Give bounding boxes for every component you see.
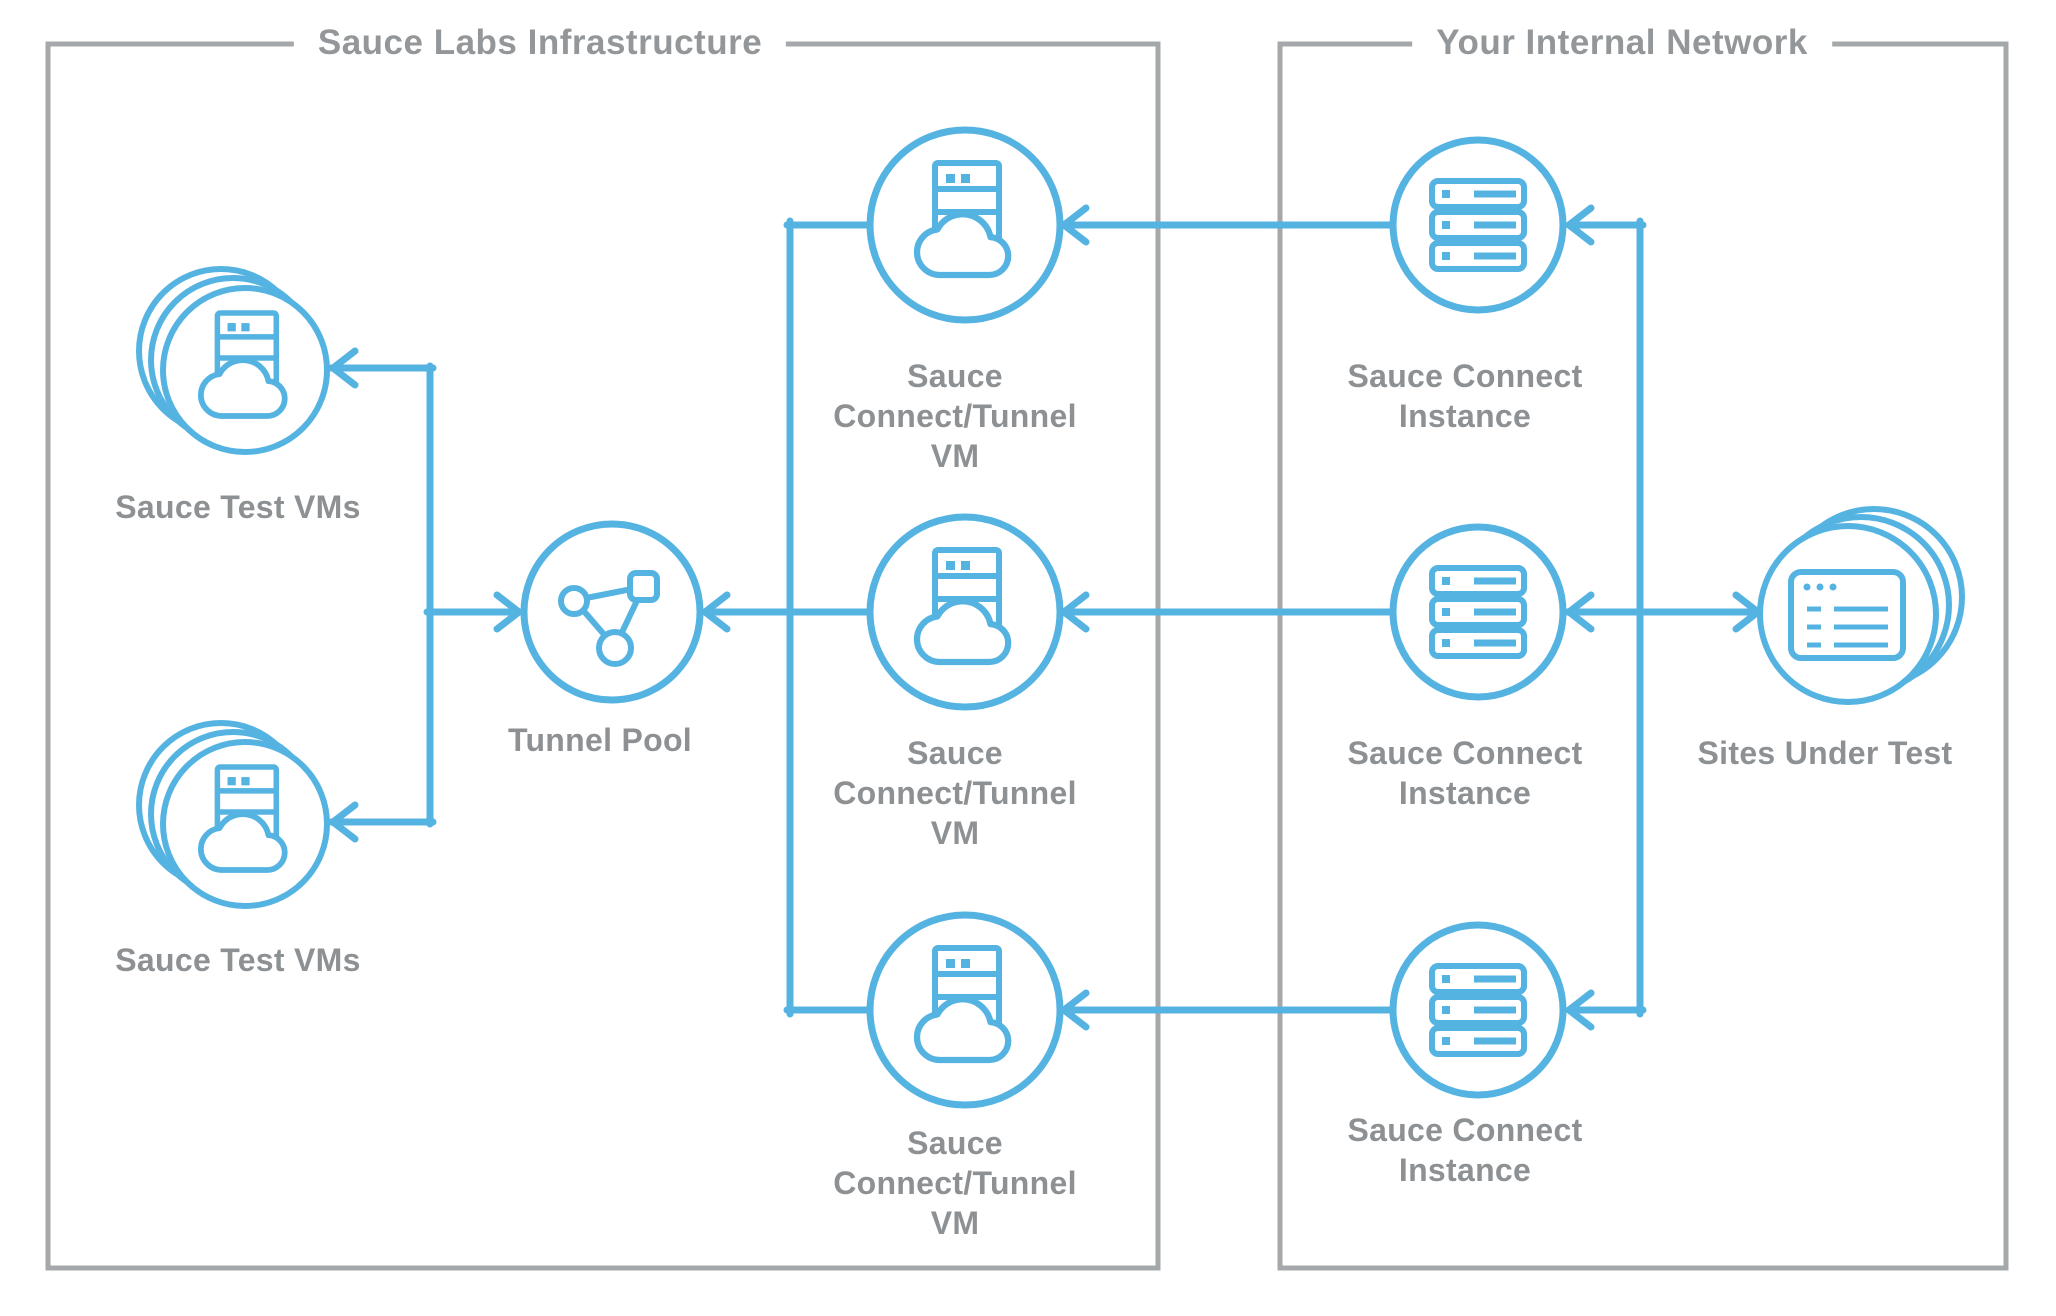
label-line: Connect/Tunnel xyxy=(833,775,1077,811)
node-tunnel-vm-bottom xyxy=(866,911,1064,1109)
server-rack-icon xyxy=(1432,966,1524,1054)
connector-instance-to-vm-row3 xyxy=(1060,989,1401,1031)
arrowhead-into-test-vms-bottom xyxy=(329,801,359,843)
connector-sut-trunk xyxy=(1562,204,1762,1031)
node-tunnel-vm-middle xyxy=(866,513,1064,711)
arrowhead-into-instance-middle xyxy=(1565,591,1595,633)
label-line: VM xyxy=(930,1205,980,1241)
label-line: Sauce Connect xyxy=(1347,358,1583,394)
label-tunnel-vm-top: Sauce Connect/Tunnel VM xyxy=(833,356,1077,476)
label-sauce-test-vms-bottom: Sauce Test VMs xyxy=(115,942,361,978)
connector-into-pool-left xyxy=(423,591,523,633)
label-line: VM xyxy=(930,815,980,851)
node-tunnel-vm-top xyxy=(866,126,1064,324)
label-line: VM xyxy=(930,438,980,474)
node-tunnel-pool xyxy=(520,520,704,704)
label-tunnel-vm-bottom: Sauce Connect/Tunnel VM xyxy=(833,1123,1077,1243)
arrowhead-into-pool-left xyxy=(493,591,523,633)
connector-tunnel-vm-trunk xyxy=(701,217,876,1018)
label-sc-instance-top: Sauce Connect Instance xyxy=(1347,356,1582,436)
browser-icon xyxy=(1791,572,1903,658)
arrowhead-into-instance-bottom xyxy=(1565,989,1595,1031)
label-sauce-test-vms-top: Sauce Test VMs xyxy=(115,489,361,525)
label-line: Sauce Connect xyxy=(1347,735,1583,771)
node-sauce-test-vms-bottom xyxy=(136,720,330,909)
server-rack-icon xyxy=(1432,181,1524,269)
section-title-sauce-infrastructure: Sauce Labs Infrastructure xyxy=(293,16,787,70)
label-tunnel-pool: Tunnel Pool xyxy=(507,722,693,758)
label-line: Instance xyxy=(1398,1152,1532,1188)
arrowhead-into-instance-top xyxy=(1565,204,1595,246)
label-sc-instance-bottom: Sauce Connect Instance xyxy=(1347,1110,1582,1190)
label-line: Sauce xyxy=(907,1125,1003,1161)
label-sc-instance-middle: Sauce Connect Instance xyxy=(1347,733,1582,813)
arrowhead-into-vm-middle xyxy=(1060,591,1090,633)
label-sites-under-test: Sites Under Test xyxy=(1697,735,1953,771)
arrowhead-into-vm-top xyxy=(1060,204,1090,246)
label-tunnel-vm-middle: Sauce Connect/Tunnel VM xyxy=(833,733,1077,853)
label-line: Sauce xyxy=(907,358,1003,394)
connector-pool-to-test-vms xyxy=(327,347,437,843)
arrowhead-into-pool-right xyxy=(701,591,731,633)
node-sc-instance-bottom xyxy=(1389,921,1567,1099)
arrowhead-into-test-vms-top xyxy=(329,347,359,389)
connector-instance-to-vm-row1 xyxy=(1060,204,1401,246)
node-sites-under-test xyxy=(1757,506,1965,705)
server-rack-icon xyxy=(1432,568,1524,656)
connector-instance-to-vm-row2 xyxy=(1060,591,1401,633)
label-line: Sauce xyxy=(907,735,1003,771)
label-line: Instance xyxy=(1398,398,1532,434)
arrowhead-into-vm-bottom xyxy=(1060,989,1090,1031)
node-sc-instance-top xyxy=(1389,136,1567,314)
label-line: Connect/Tunnel xyxy=(833,1165,1077,1201)
node-sc-instance-middle xyxy=(1389,523,1567,701)
label-line: Instance xyxy=(1398,775,1532,811)
section-title-internal-network: Your Internal Network xyxy=(1412,16,1832,70)
label-line: Connect/Tunnel xyxy=(833,398,1077,434)
node-sauce-test-vms-top xyxy=(136,266,330,455)
label-line: Sauce Connect xyxy=(1347,1112,1583,1148)
